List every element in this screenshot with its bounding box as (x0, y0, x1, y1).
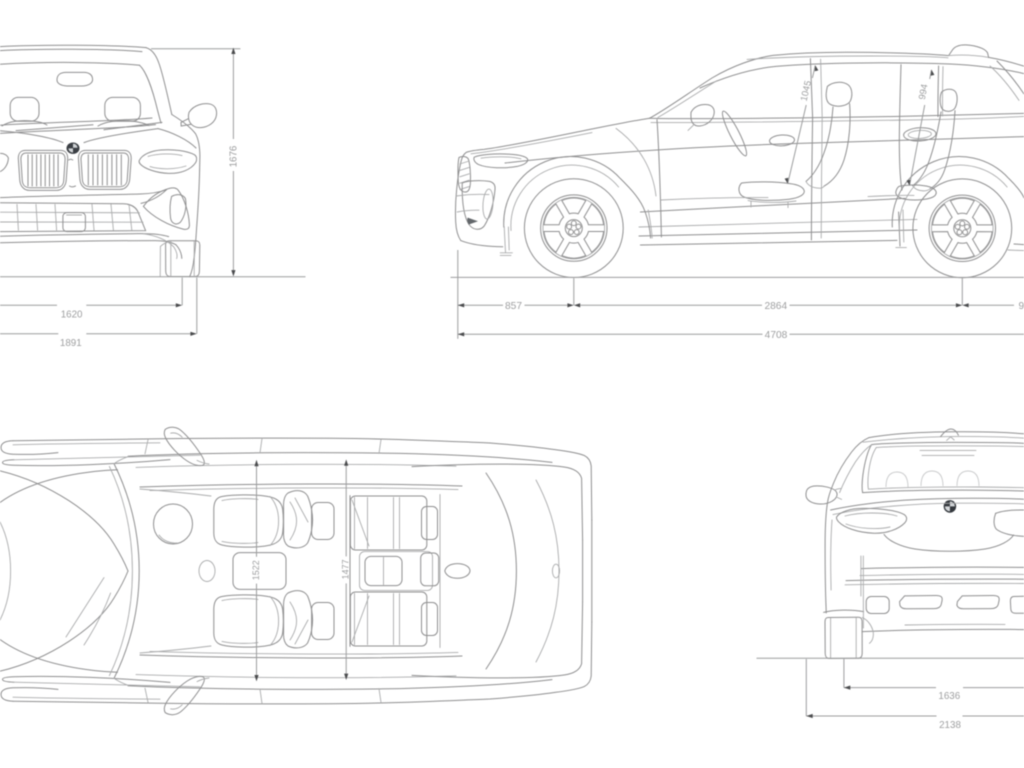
svg-text:4708: 4708 (765, 330, 788, 341)
svg-text:1676: 1676 (229, 145, 240, 167)
svg-text:857: 857 (505, 301, 522, 312)
svg-text:1636: 1636 (938, 691, 960, 702)
svg-text:1477: 1477 (341, 559, 351, 579)
svg-text:2138: 2138 (939, 720, 961, 731)
svg-text:2864: 2864 (764, 301, 787, 312)
svg-text:1522: 1522 (251, 560, 261, 580)
svg-text:1045: 1045 (798, 79, 813, 102)
svg-text:994: 994 (916, 83, 930, 100)
svg-text:1620: 1620 (61, 309, 83, 320)
svg-text:1891: 1891 (60, 338, 82, 349)
svg-text:987: 987 (1019, 301, 1024, 312)
